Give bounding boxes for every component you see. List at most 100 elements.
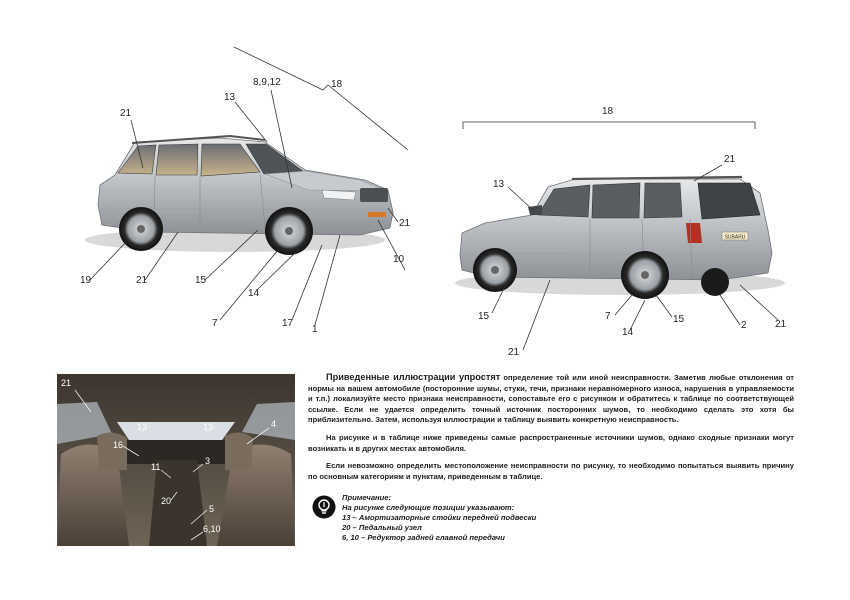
callout-13: 13 [224,92,236,103]
interior-right-window [242,402,295,440]
rear-callout-line-14 [629,299,646,331]
rear-callout-21-right: 21 [775,319,787,330]
center-console [149,460,207,546]
note-title: Примечание: [342,493,392,502]
interior-callout-3: 3 [205,456,210,466]
callout-21-right: 21 [399,218,411,229]
callout-line-1 [314,234,341,326]
note-item-6-10: 6, 10 – Редуктор задней главной передачи [342,533,505,542]
interior-callout-13-right: 13 [203,422,213,432]
front-car-figure: 18 8,9,12 13 21 19 21 15 7 14 17 1 10 21 [80,46,411,335]
interior-photo: 21 13 13 4 16 3 11 20 5 6,10 [57,374,295,546]
description-text: Приведенные иллюстрации упростят определ… [308,372,794,489]
rear-callout-13: 13 [493,179,505,190]
rear-roof-rail [571,175,743,181]
front-plate [368,212,386,217]
note-intro: На рисунке следующие позиции указывают: [342,503,515,512]
rear-callout-line-15b [655,294,673,318]
callout-14: 14 [248,288,260,299]
rear-callout-21-bottom: 21 [508,347,520,358]
callout-17: 17 [282,318,294,329]
callout-line-15 [204,229,259,281]
front-car-windows [117,143,261,177]
callout-line-21b [144,231,179,281]
interior-line-3 [192,463,204,473]
callout-line-8912 [270,89,293,189]
interior-callout-21: 21 [61,378,71,388]
interior-callout-11: 11 [151,462,160,472]
callout-7: 7 [212,318,218,329]
interior-line-11 [160,469,172,479]
interior-line-4 [246,427,270,445]
side-mirror [528,205,542,215]
callout-10: 10 [393,254,405,265]
grille [360,188,388,202]
interior-line-13b [206,425,218,433]
bracket-18 [462,121,756,129]
interior-callout-13-left: 13 [137,422,147,432]
rear-callout-14: 14 [622,327,634,338]
note-lightbulb-icon [312,495,336,519]
tail-light [686,223,702,243]
callout-line-21a [130,119,144,169]
callout-line-17 [291,244,323,321]
paragraph-1-body: определение той или иной неисправности. … [308,373,794,425]
callout-8-9-12: 8,9,12 [253,77,281,88]
callout-line-21c [387,207,399,223]
rear-callout-line-7 [614,294,633,316]
interior-line-5 [190,509,208,525]
rear-callout-15-left: 15 [478,311,490,322]
interior-callout-20: 20 [161,496,171,506]
interior-callout-16: 16 [113,440,123,450]
far-rear-wheel [701,268,729,296]
paragraph-1-lead: Приведенные иллюстрации упростят [326,372,501,382]
callout-line-7 [219,249,279,321]
callout-line-10 [377,219,406,271]
callout-1: 1 [312,324,318,335]
paragraph-2: На рисунке и в таблице ниже приведены са… [308,432,794,453]
callout-line-18 [233,46,409,151]
interior-callout-6-10: 6,10 [203,524,221,534]
callout-18: 18 [331,79,343,90]
roof-rail [131,134,266,144]
note-item-13: 13 – Амортизаторные стойки передней подв… [342,513,537,522]
callout-21-bottom: 21 [136,275,148,286]
interior-left-window [57,402,112,444]
interior-line-20 [170,491,178,501]
paragraph-1: Приведенные иллюстрации упростят определ… [308,372,794,426]
rear-callout-15-right: 15 [673,314,685,325]
note-item-20: 20 – Педальный узел [342,523,422,532]
callout-21-top: 21 [120,108,132,119]
interior-callout-4: 4 [271,419,276,429]
interior-windshield [117,422,235,440]
rear-car-figure: SUBARU 18 21 13 15 21 7 14 15 2 21 [455,106,787,358]
interior-line-16 [122,445,140,457]
callout-19: 19 [80,275,92,286]
note-text: Примечание: На рисунке следующие позиции… [342,493,536,543]
rear-plate [721,231,749,241]
rear-glass [697,182,761,220]
interior-callout-5: 5 [209,504,214,514]
rear-callout-line-13 [507,186,535,212]
rear-callout-line-21c [739,284,779,321]
rear-callout-2: 2 [741,320,747,331]
rear-callout-line-21a [693,164,723,182]
rear-plate-text: SUBARU [725,235,746,241]
rear-callout-7: 7 [605,311,611,322]
paragraph-3: Если невозможно определить местоположени… [308,461,794,481]
note-box: Примечание: На рисунке следующие позиции… [312,493,612,545]
callout-15: 15 [195,275,207,286]
interior-line-610 [190,531,204,541]
callout-line-13 [234,101,268,143]
headlight [321,189,357,201]
hood [264,170,387,192]
rear-callout-21-top: 21 [724,154,736,165]
headrest-right [225,432,253,470]
interior-line-21 [74,389,92,413]
rear-callout-18: 18 [602,106,614,117]
callout-line-19 [89,241,127,281]
interior-line-13a [140,425,152,433]
callout-line-14 [255,249,299,292]
rear-body-crease [463,252,769,256]
dashboard [97,440,257,464]
